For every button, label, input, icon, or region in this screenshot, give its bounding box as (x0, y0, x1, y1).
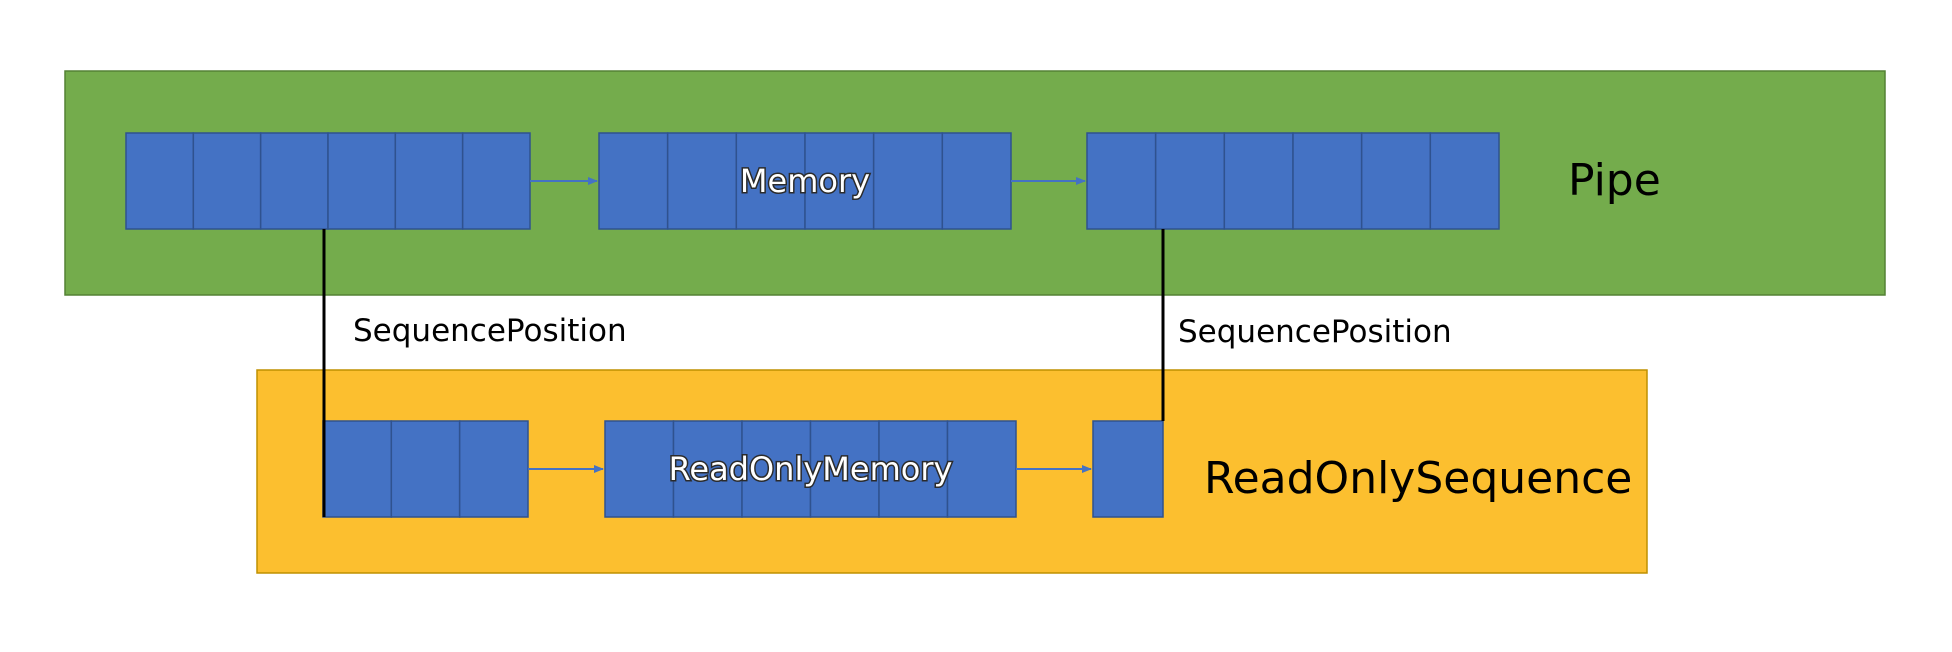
memory-cell (394, 132, 464, 230)
memory-cell (125, 132, 195, 230)
memory-cell (461, 132, 531, 230)
memory-cell (322, 420, 393, 518)
segment-label: ReadOnlyMemory (669, 450, 953, 488)
memory-cell (946, 420, 1017, 518)
pipe-segment-2: Memory (598, 132, 1012, 230)
pipe-segment-1 (125, 132, 531, 230)
memory-cell (1092, 420, 1164, 518)
segment-label: Memory (740, 162, 870, 200)
memory-cell (259, 132, 329, 230)
memory-cell (666, 132, 738, 230)
pipe-label: Pipe (1568, 155, 1661, 206)
memory-cell (1360, 132, 1432, 230)
sequence-position-label-end: SequencePosition (1178, 314, 1452, 350)
sequence-segment-2: ReadOnlyMemory (604, 420, 1017, 518)
memory-cell (327, 132, 397, 230)
memory-cell (604, 420, 675, 518)
sequence-label: ReadOnlySequence (1204, 453, 1632, 504)
memory-cell (458, 420, 529, 518)
memory-cell (872, 132, 944, 230)
memory-cell (1154, 132, 1226, 230)
memory-cell (1429, 132, 1500, 230)
memory-cell (741, 420, 812, 518)
pipe-segment-3 (1086, 132, 1500, 230)
memory-cell (1086, 132, 1157, 230)
memory-cell (598, 132, 669, 230)
memory-cell (878, 420, 949, 518)
sequence-segment-1 (322, 420, 529, 518)
memory-cell (1223, 132, 1294, 230)
memory-cell (672, 420, 743, 518)
sequence-segment-3 (1092, 420, 1164, 518)
memory-cell (809, 420, 880, 518)
memory-cell (192, 132, 262, 230)
memory-cell (1292, 132, 1363, 230)
memory-cell (804, 132, 875, 230)
sequence-position-label-start: SequencePosition (353, 313, 627, 349)
memory-cell (390, 420, 461, 518)
memory-cell (941, 132, 1012, 230)
